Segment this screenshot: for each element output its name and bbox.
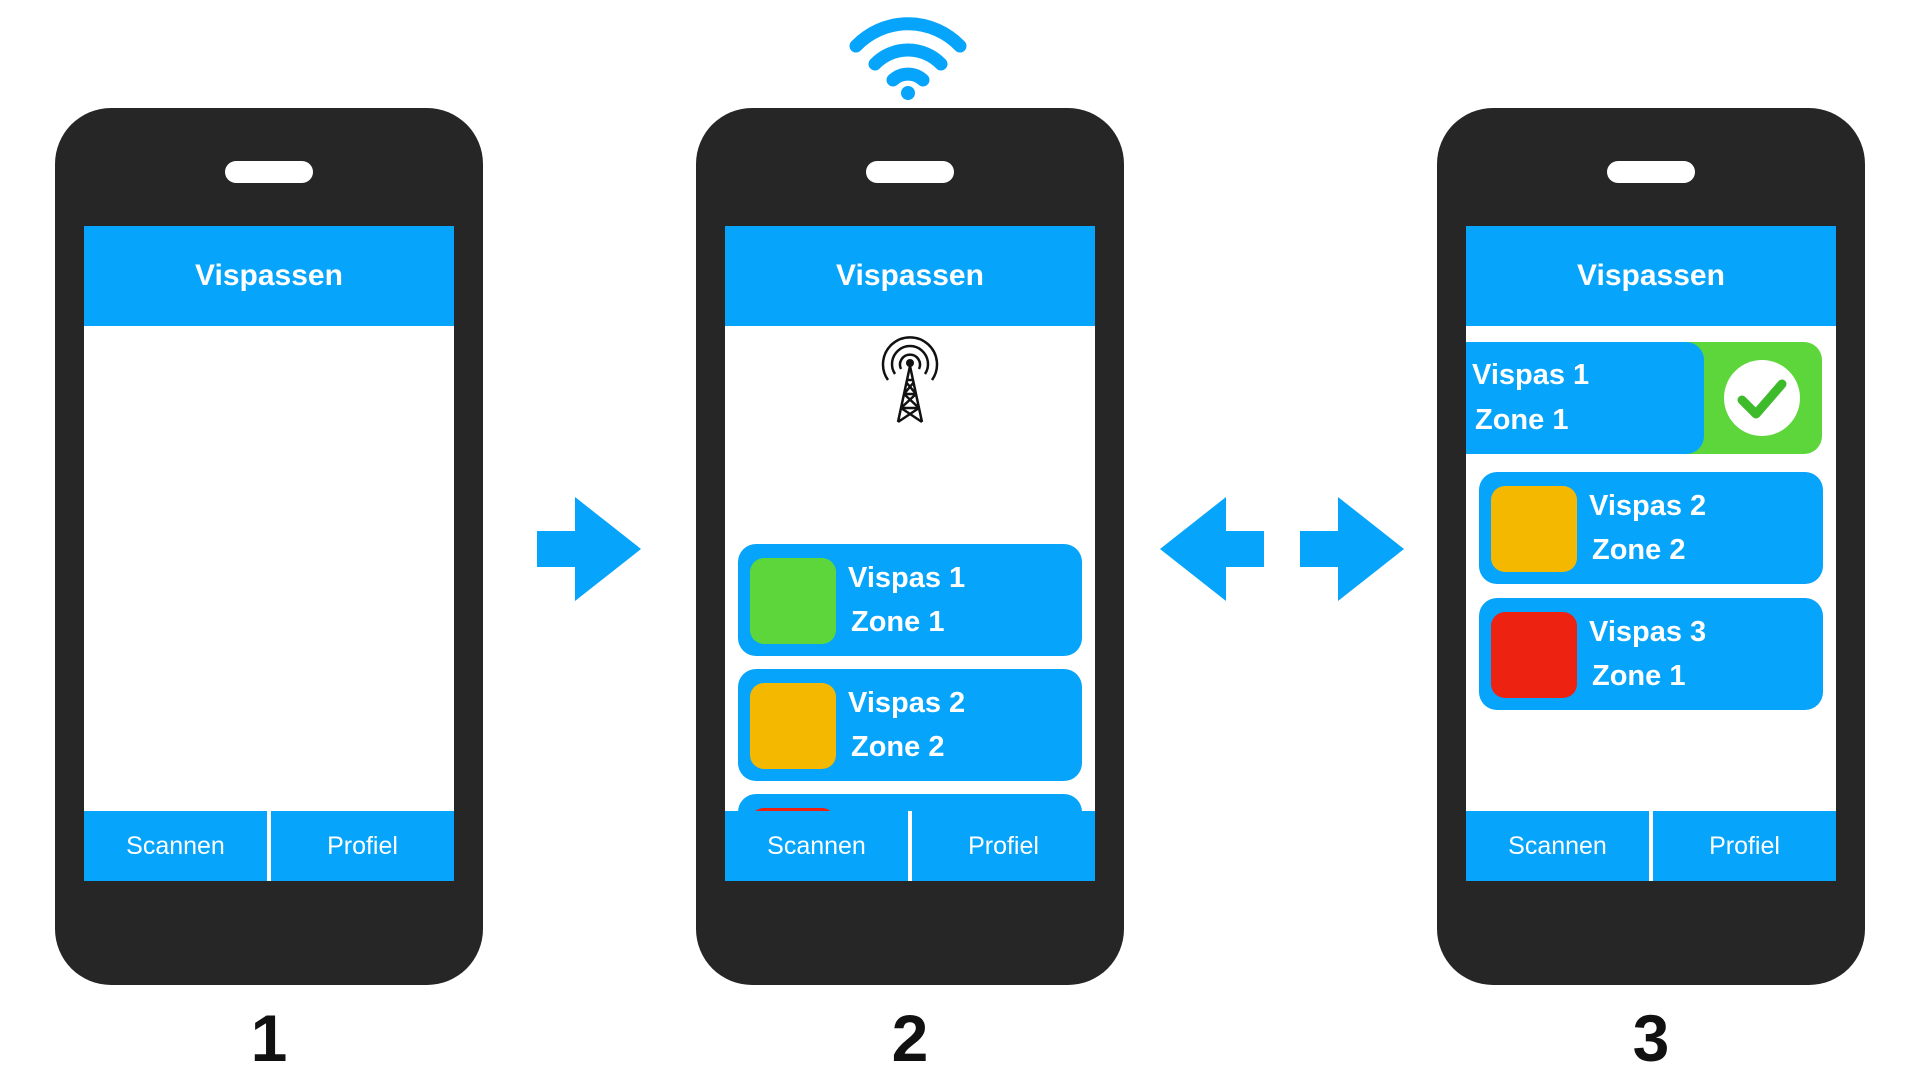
app-header: Vispassen <box>725 226 1095 326</box>
wifi-icon <box>849 17 967 100</box>
phone-speaker <box>225 161 313 183</box>
pass-status-swatch <box>750 558 836 644</box>
pass-name: Vispas 1 <box>1472 359 1590 391</box>
checkmark-icon <box>1724 360 1800 436</box>
pass-card[interactable]: Vispas 1 Zone 1 <box>738 544 1082 656</box>
pass-status-swatch <box>1491 612 1577 698</box>
app-title: Vispassen <box>836 259 984 292</box>
pass-name: Vispas 3 <box>1589 616 1707 648</box>
pass-card-swiped[interactable]: Vispas 1 Zone 1 <box>1466 342 1704 454</box>
phone-speaker <box>866 161 954 183</box>
app-header: Vispassen <box>1466 226 1836 326</box>
tab-bar: Scannen Profiel <box>1466 811 1836 881</box>
pass-zone: Zone 1 <box>1592 660 1686 692</box>
pass-card[interactable]: Vispas 3 Zone 1 <box>1479 598 1823 710</box>
tab-scan[interactable]: Scannen <box>725 811 908 881</box>
pass-status-swatch <box>750 683 836 769</box>
step-number-2: 2 <box>891 1001 929 1075</box>
tab-profile[interactable]: Profiel <box>271 811 454 881</box>
arrow-right-icon <box>1300 497 1404 601</box>
tab-bar: Scannen Profiel <box>84 811 454 881</box>
pass-name: Vispas 2 <box>848 687 966 719</box>
pass-zone: Zone 2 <box>1592 534 1686 566</box>
phone-screen: Vispassen Vispas 1 Zone 1 Vispas 2 Zone … <box>725 226 1095 881</box>
tab-scan[interactable]: Scannen <box>1466 811 1649 881</box>
phone-screen: Vispassen Vispas 1 Zone 1 Vispas 2 Zone … <box>1466 226 1836 881</box>
tab-bar: Scannen Profiel <box>725 811 1095 881</box>
phone-screen: Vispassen Scannen Profiel <box>84 226 454 881</box>
phone-step-1: Vispassen Scannen Profiel <box>55 108 483 985</box>
pass-name: Vispas 2 <box>1589 490 1707 522</box>
app-title: Vispassen <box>1577 259 1725 292</box>
app-header: Vispassen <box>84 226 454 326</box>
pass-name: Vispas 1 <box>848 562 966 594</box>
tab-profile[interactable]: Profiel <box>912 811 1095 881</box>
phone-speaker <box>1607 161 1695 183</box>
phone-step-2: Vispassen Vispas 1 Zone 1 Vispas 2 Zone … <box>696 108 1124 985</box>
phone-step-3: Vispassen Vispas 1 Zone 1 Vispas 2 Zone … <box>1437 108 1865 985</box>
pass-card[interactable]: Vispas 2 Zone 2 <box>738 669 1082 781</box>
app-title: Vispassen <box>195 259 343 292</box>
tab-profile[interactable]: Profiel <box>1653 811 1836 881</box>
pass-zone: Zone 2 <box>851 731 945 763</box>
arrow-left-icon <box>1160 497 1264 601</box>
step-number-3: 3 <box>1632 1001 1670 1075</box>
step-number-1: 1 <box>250 1001 288 1075</box>
pass-status-swatch <box>1491 486 1577 572</box>
arrow-right-icon <box>537 497 641 601</box>
broadcast-tower-icon <box>881 336 939 424</box>
tab-scan[interactable]: Scannen <box>84 811 267 881</box>
pass-zone: Zone 1 <box>1475 404 1569 436</box>
pass-card[interactable]: Vispas 2 Zone 2 <box>1479 472 1823 584</box>
pass-zone: Zone 1 <box>851 606 945 638</box>
